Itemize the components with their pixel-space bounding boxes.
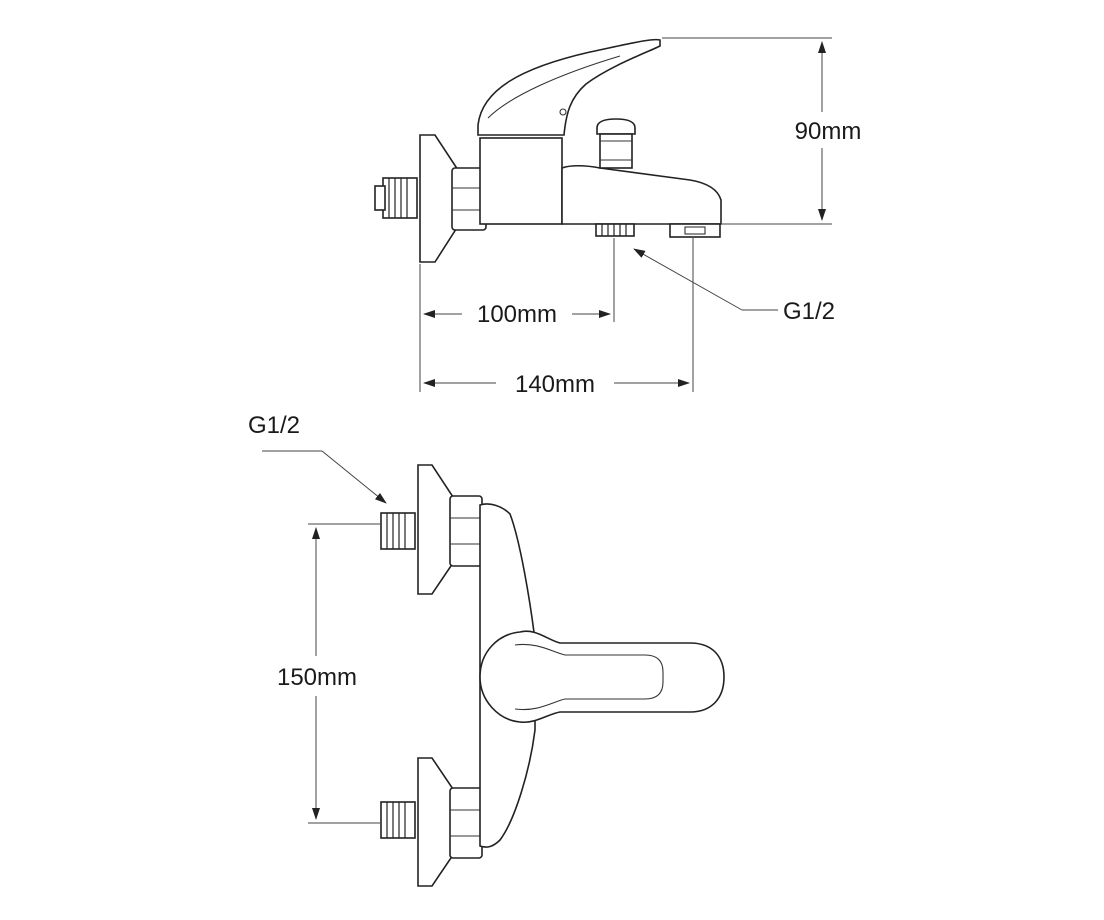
side-outlet-thread	[595, 223, 635, 237]
inlet-spacing-label: 150mm	[277, 664, 357, 691]
spout-length-label: 140mm	[515, 371, 595, 398]
dimension-spout-length: 140mm	[423, 367, 690, 399]
outlet-thread-label: G1/2	[783, 298, 835, 325]
outlet-callout: G1/2	[633, 248, 835, 325]
dimension-inlet-spacing: 150mm	[255, 523, 380, 824]
front-lever-handle	[479, 630, 725, 724]
dimension-height: 90mm	[662, 37, 870, 225]
side-aerator	[669, 223, 721, 238]
side-valve-body	[479, 137, 563, 225]
side-view	[374, 38, 722, 263]
side-diverter-knob	[596, 118, 636, 169]
dimension-outlet-offset: 100mm	[419, 238, 694, 392]
upper-inlet	[380, 464, 483, 595]
side-lever-handle	[477, 38, 661, 136]
side-hex-nut	[451, 167, 487, 231]
inlet-thread-label: G1/2	[248, 412, 300, 439]
lower-inlet	[380, 757, 483, 887]
inlet-callout: G1/2	[248, 412, 387, 504]
side-spout	[561, 164, 722, 225]
height-label: 90mm	[795, 118, 862, 145]
side-inlet-thread	[374, 177, 418, 219]
outlet-offset-label: 100mm	[477, 301, 557, 328]
front-view	[380, 464, 725, 887]
